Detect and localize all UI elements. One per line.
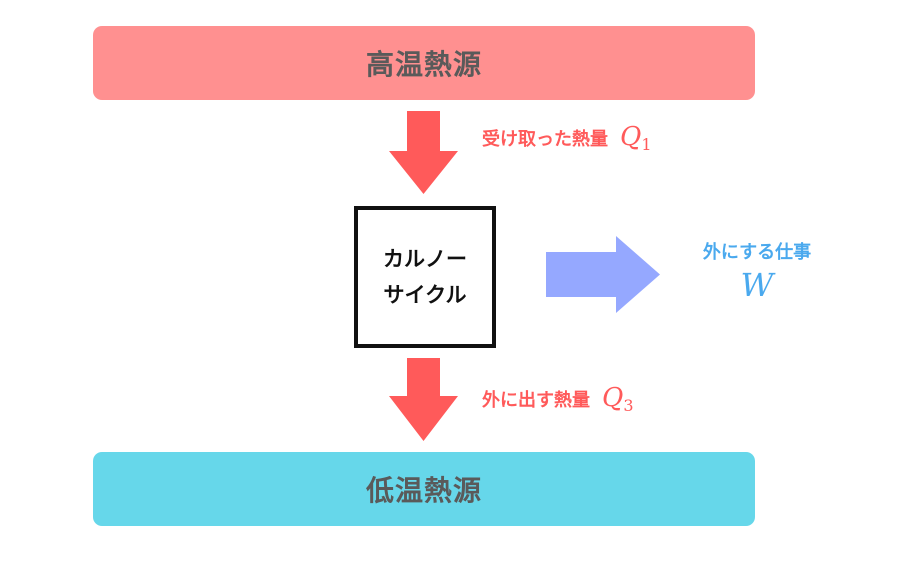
heat-in-text: 受け取った熱量 (482, 129, 608, 150)
heat-in-label: 受け取った熱量 Q1 (482, 122, 652, 154)
heat-in-subscript: 1 (641, 135, 652, 154)
heat-out-symbol: Q3 (602, 383, 634, 415)
hot-reservoir-label: 高温熱源 (365, 48, 482, 81)
work-label: 外にする仕事 W (672, 238, 842, 304)
heat-in-arrow (389, 111, 458, 194)
engine-label-line2: サイクル (383, 283, 467, 307)
heat-out-subscript: 3 (623, 396, 634, 415)
heat-in-symbol-letter: Q (620, 122, 642, 152)
cold-reservoir-label: 低温熱源 (365, 474, 482, 507)
work-arrow (546, 236, 660, 313)
engine-label-line1: カルノー (383, 247, 467, 271)
heat-out-text: 外に出す熱量 (482, 390, 590, 411)
heat-in-symbol: Q1 (620, 122, 652, 154)
cold-reservoir-box: 低温熱源 (93, 452, 755, 526)
hot-reservoir-box: 高温熱源 (93, 26, 755, 100)
heat-out-label: 外に出す熱量 Q3 (482, 383, 634, 415)
heat-out-symbol-letter: Q (602, 383, 624, 413)
carnot-cycle-box: カルノー サイクル (354, 206, 496, 348)
work-text: 外にする仕事 (702, 242, 812, 263)
heat-out-arrow (389, 358, 458, 441)
work-symbol: W (740, 266, 774, 304)
